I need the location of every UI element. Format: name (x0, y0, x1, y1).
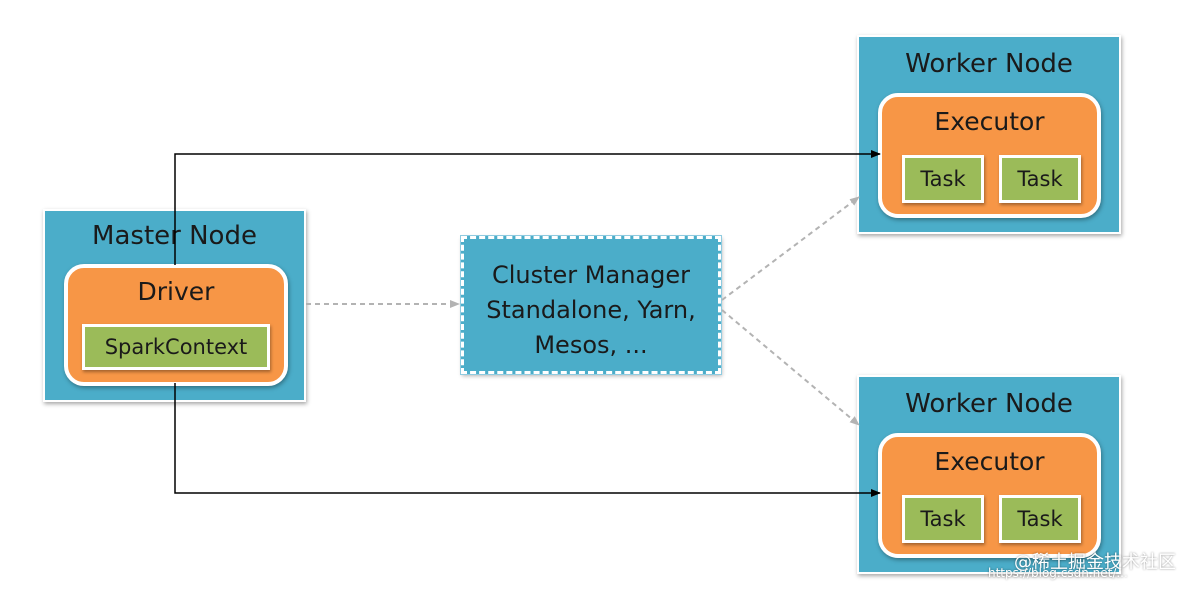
cluster-manager-to-worker-1-arrow (721, 196, 860, 301)
watermark-url: https://blog.csdn.net/... (988, 566, 1128, 580)
executor-title: Executor (934, 447, 1045, 476)
cluster-manager-line-2: Standalone, Yarn, (486, 296, 696, 324)
worker-node-title: Worker Node (905, 49, 1073, 79)
watermark-text: @稀土掘金技术社区 (1014, 552, 1176, 573)
cluster-manager-line-1: Cluster Manager (491, 261, 690, 289)
cluster-manager-to-worker-2-arrow (721, 309, 860, 426)
task-box: Task (999, 155, 1081, 203)
driver-to-worker-1-arrow (174, 150, 881, 265)
executor-box: Executor Task Task (878, 433, 1101, 558)
cluster-manager-box: Cluster Manager Standalone, Yarn, Mesos,… (460, 235, 722, 375)
driver-to-worker-2-arrow (174, 383, 881, 497)
worker-node-title: Worker Node (905, 389, 1073, 419)
task-box: Task (999, 495, 1081, 543)
task-box: Task (902, 495, 984, 543)
sparkcontext-box: SparkContext (82, 324, 270, 370)
driver-title: Driver (137, 277, 215, 306)
worker-node: Worker Node Executor Task Task (857, 375, 1121, 574)
cluster-manager-line-3: Mesos, ... (534, 331, 648, 359)
driver-box: Driver SparkContext (64, 264, 288, 386)
task-box: Task (902, 155, 984, 203)
executor-title: Executor (934, 107, 1045, 136)
